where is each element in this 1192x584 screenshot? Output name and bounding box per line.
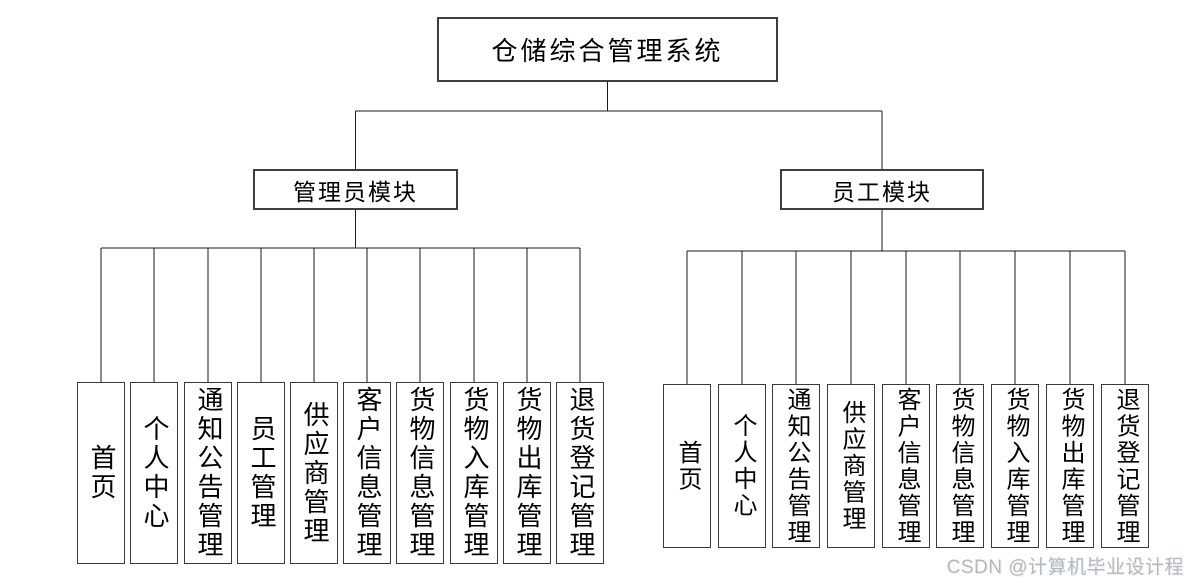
node-admin-return-registration-management: 退货登记管理 — [556, 382, 604, 564]
node-label: 货物入库管理 — [1002, 386, 1028, 546]
node-staff-supplier-management: 供应商管理 — [827, 384, 875, 548]
node-label: 客户信息管理 — [893, 386, 919, 546]
node-label: 客户信息管理 — [353, 386, 382, 560]
node-admin-goods-outbound-management: 货物出库管理 — [503, 382, 551, 564]
node-label: 货物出库管理 — [1057, 386, 1083, 546]
node-label: 通知公告管理 — [194, 386, 223, 560]
node-label: 首页 — [674, 439, 700, 493]
node-label: 货物信息管理 — [947, 386, 973, 546]
admin-module-label: 管理员模块 — [293, 179, 418, 205]
node-admin-notice-management: 通知公告管理 — [184, 382, 232, 564]
node-staff-goods-info-management: 货物信息管理 — [936, 384, 984, 548]
node-label: 货物信息管理 — [406, 386, 435, 560]
node-label: 货物出库管理 — [513, 386, 542, 560]
node-admin-supplier-management: 供应商管理 — [290, 382, 338, 564]
node-admin-goods-info-management: 货物信息管理 — [396, 382, 444, 564]
node-staff-module: 员工模块 — [780, 169, 984, 210]
node-admin-staff-management: 员工管理 — [237, 382, 285, 564]
node-staff-goods-inbound-management: 货物入库管理 — [991, 384, 1039, 548]
node-admin-personal-center: 个人中心 — [130, 382, 178, 564]
node-admin-customer-info-management: 客户信息管理 — [343, 382, 391, 564]
staff-module-label: 员工模块 — [832, 179, 932, 205]
node-admin-goods-inbound-management: 货物入库管理 — [450, 382, 498, 564]
node-label: 货物入库管理 — [460, 386, 489, 560]
node-admin-home: 首页 — [77, 382, 125, 564]
node-label: 个人中心 — [140, 415, 169, 531]
node-label: 退货登记管理 — [1112, 386, 1138, 546]
node-staff-home: 首页 — [663, 384, 711, 548]
node-label: 供应商管理 — [838, 399, 864, 533]
node-label: 首页 — [87, 444, 116, 502]
node-staff-return-registration-management: 退货登记管理 — [1101, 384, 1149, 548]
node-staff-goods-outbound-management: 货物出库管理 — [1046, 384, 1094, 548]
node-label: 员工管理 — [247, 415, 276, 531]
node-label: 供应商管理 — [300, 400, 329, 546]
node-admin-module: 管理员模块 — [253, 169, 458, 210]
node-label: 通知公告管理 — [783, 386, 809, 546]
csdn-watermark: CSDN @计算机毕业设计程 — [946, 557, 1184, 578]
node-label: 个人中心 — [729, 413, 755, 519]
root-node-system: 仓储综合管理系统 — [437, 17, 778, 82]
node-label: 退货登记管理 — [566, 386, 595, 560]
node-staff-personal-center: 个人中心 — [718, 384, 766, 548]
node-staff-notice-management: 通知公告管理 — [772, 384, 820, 548]
node-staff-customer-info-management: 客户信息管理 — [882, 384, 930, 548]
root-node-label: 仓储综合管理系统 — [491, 37, 724, 66]
